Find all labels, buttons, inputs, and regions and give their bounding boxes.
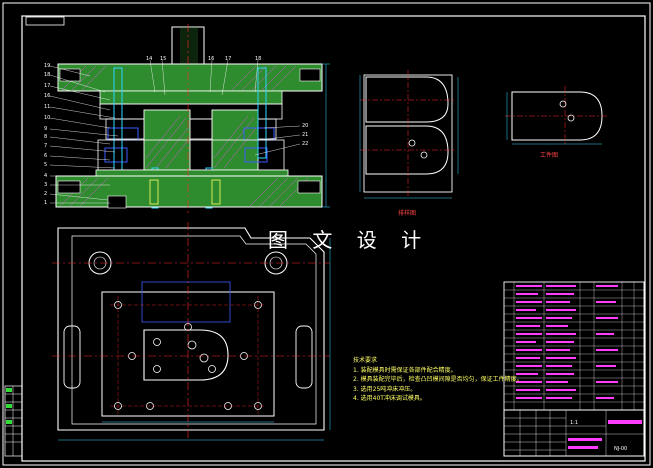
part-number: 10 — [44, 115, 50, 121]
part-number: 16 — [208, 56, 214, 62]
inner-border — [21, 15, 646, 462]
part-number: 16 — [44, 93, 50, 99]
part-number: 6 — [44, 153, 47, 159]
technical-notes: 技术要求 1. 装配模具时需保证各部件配合精度。 2. 模具装配完毕后，检查凸凹… — [353, 356, 523, 404]
part-number: 14 — [146, 56, 152, 62]
blank-view-label: 工件图 — [540, 152, 559, 159]
part-number: 17 — [225, 56, 231, 62]
part-number: 18 — [44, 72, 50, 78]
part-number: 1 — [44, 200, 47, 206]
die-section-view — [55, 24, 330, 214]
title-block-scale: 1:1 — [570, 420, 579, 426]
part-number: 11 — [44, 104, 50, 110]
part-number: 20 — [302, 123, 308, 129]
part-number: 21 — [302, 132, 308, 138]
notes-item: 3. 选用25吨冲床冲压。 — [353, 385, 417, 393]
part-number: 2 — [44, 191, 47, 197]
drawing-number-box — [25, 16, 65, 26]
part-number: 8 — [44, 134, 47, 140]
part-number: 15 — [160, 56, 166, 62]
leader-lines — [49, 59, 301, 204]
part-number: 3 — [44, 182, 47, 188]
part-number: 19 — [44, 63, 50, 69]
parts-list-table — [503, 281, 645, 411]
part-number: 5 — [44, 162, 47, 168]
notes-title: 技术要求 — [353, 357, 378, 364]
part-number-callouts: 19 18 17 16 11 10 9 8 7 6 5 4 3 2 1 14 1… — [44, 56, 308, 206]
strip-view-label: 排样图 — [398, 210, 417, 217]
notes-item: 4. 选用40T冲床调试模具。 — [353, 395, 426, 403]
notes-item: 1. 装配模具时需保证各部件配合精度。 — [353, 366, 457, 374]
part-number: 7 — [44, 143, 47, 149]
part-number: 4 — [44, 173, 47, 179]
part-number: 9 — [44, 126, 47, 132]
watermark: 图 文 设 计 — [268, 228, 431, 252]
die-plan-view — [52, 222, 331, 441]
title-block — [503, 409, 645, 457]
strip-layout-view — [359, 70, 459, 199]
blank-part-view — [505, 86, 608, 146]
notes-item: 2. 模具装配完毕后，检查凸凹模间隙是否均匀，保证工件精度。 — [353, 376, 523, 384]
left-margin-table — [4, 385, 23, 457]
title-block-code: NJ-00 — [614, 446, 628, 452]
part-number: 22 — [302, 141, 308, 147]
part-number: 17 — [44, 83, 50, 89]
part-number: 18 — [255, 56, 261, 62]
